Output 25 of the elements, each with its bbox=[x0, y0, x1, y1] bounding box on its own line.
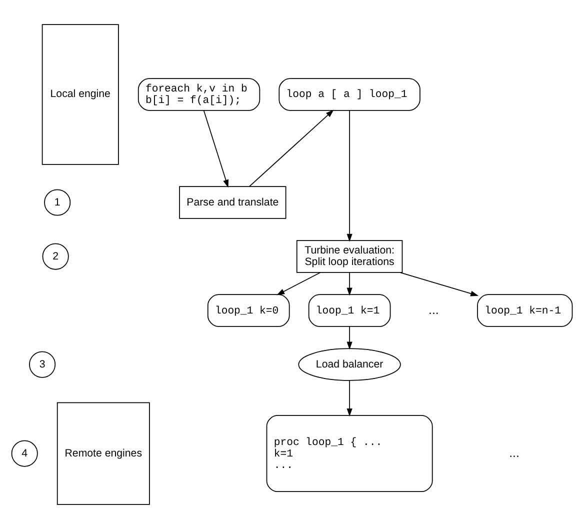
node-box: Local engine bbox=[42, 24, 119, 165]
node-box: loop_1 k=0 bbox=[207, 294, 290, 327]
arrow bbox=[248, 110, 334, 187]
node-circle: 1 bbox=[44, 189, 71, 216]
node-box: proc loop_1 { ... k=1 ... bbox=[266, 415, 433, 492]
arrow bbox=[203, 110, 229, 188]
node-box: foreach k,v in b b[i] = f(a[i]); bbox=[138, 78, 260, 111]
node-box: loop a [ a ] loop_1 bbox=[278, 78, 420, 111]
label: ... bbox=[509, 446, 520, 460]
node-circle: 2 bbox=[42, 243, 69, 270]
arrow bbox=[346, 326, 352, 350]
node-box: loop_1 k=1 bbox=[308, 294, 391, 327]
arrow bbox=[400, 272, 479, 296]
node-box: loop_1 k=n-1 bbox=[477, 294, 573, 327]
node-box: Parse and translate bbox=[179, 186, 286, 219]
node-ellipse: Load balancer bbox=[298, 348, 401, 381]
arrow bbox=[346, 380, 352, 416]
arrow bbox=[346, 272, 352, 296]
node-box: Remote engines bbox=[56, 402, 150, 505]
arrow bbox=[346, 110, 352, 242]
arrow bbox=[276, 272, 321, 296]
label: ... bbox=[428, 302, 439, 317]
node-circle: 3 bbox=[29, 351, 56, 378]
node-box: Turbine evaluation: Split loop iterations bbox=[296, 240, 403, 273]
node-circle: 4 bbox=[11, 440, 38, 467]
